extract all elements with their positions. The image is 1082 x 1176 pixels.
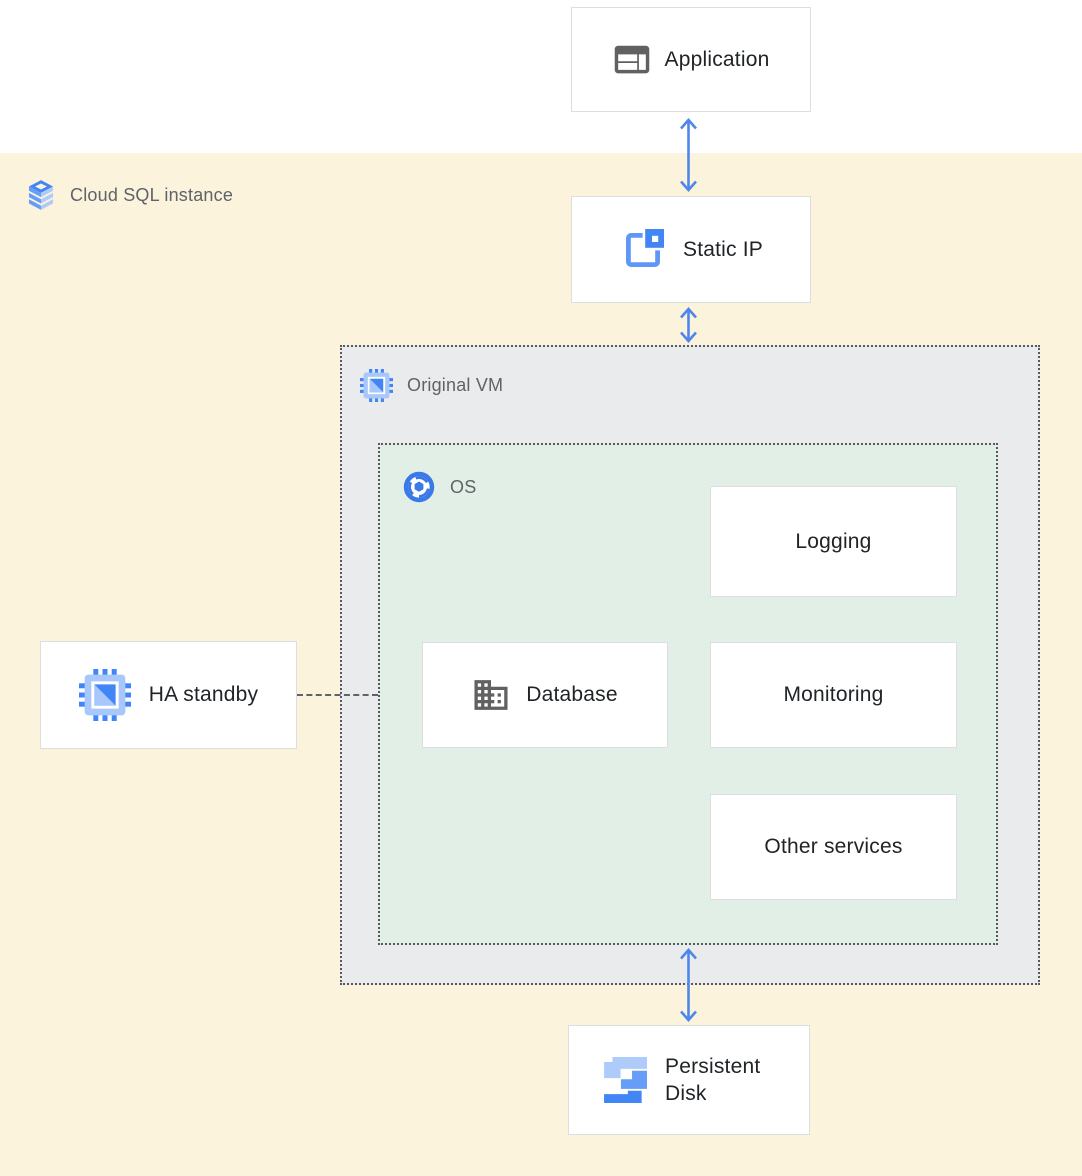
- node-other-services-label: Other services: [764, 835, 903, 858]
- application-icon: [614, 45, 649, 73]
- building-icon: [474, 680, 508, 710]
- original-vm-region-label: Original VM: [360, 369, 503, 402]
- node-static-ip-label: Static IP: [683, 237, 763, 261]
- node-monitoring-label: Monitoring: [783, 683, 884, 706]
- node-logging: Logging: [710, 486, 957, 597]
- persistent-disk-icon: [604, 1057, 647, 1103]
- node-database: Database: [422, 642, 668, 748]
- cloud-sql-region-label: Cloud SQL instance: [24, 178, 233, 212]
- external-ip-icon: [626, 228, 664, 267]
- compute-engine-icon: [360, 369, 393, 402]
- node-monitoring: Monitoring: [710, 642, 957, 748]
- cloud-sql-icon: [28, 180, 54, 210]
- node-ha-standby-label: HA standby: [148, 683, 259, 706]
- os-icon: [403, 471, 435, 503]
- node-application: Application: [571, 7, 811, 112]
- node-ha-standby: HA standby: [40, 641, 297, 749]
- node-other-services: Other services: [710, 794, 957, 900]
- compute-engine-icon: [78, 669, 131, 721]
- os-region-title: OS: [450, 476, 477, 497]
- node-persistent-disk-label: Persistent Disk: [665, 1055, 761, 1105]
- node-application-label: Application: [664, 47, 770, 71]
- node-persistent-disk: Persistent Disk: [568, 1025, 810, 1135]
- cloud-sql-region-title: Cloud SQL instance: [70, 184, 234, 205]
- node-static-ip: Static IP: [571, 196, 811, 303]
- node-database-label: Database: [526, 683, 618, 706]
- connector-ha-standby-to-os: [297, 694, 378, 696]
- os-region-label: OS: [403, 471, 476, 503]
- node-logging-label: Logging: [795, 529, 872, 553]
- original-vm-region-title: Original VM: [407, 375, 504, 395]
